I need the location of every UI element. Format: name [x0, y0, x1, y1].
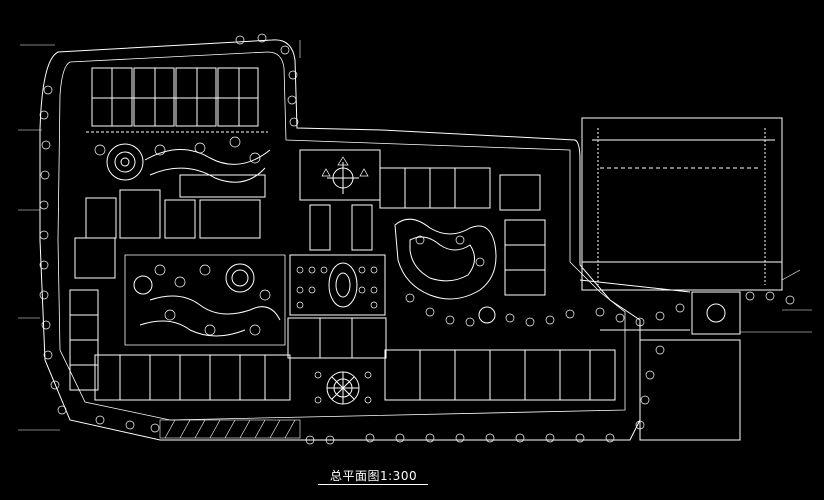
central-plaza — [287, 149, 387, 359]
inner-road — [57, 51, 626, 421]
annotation-leaders — [18, 40, 812, 431]
northeast-lot — [581, 117, 783, 291]
south-radial-plaza — [326, 371, 360, 405]
star-tree-symbols — [321, 156, 369, 177]
south-row-buildings — [94, 349, 616, 401]
drawing-title: 总平面图1:300 — [330, 469, 418, 483]
title-underline — [318, 484, 428, 485]
west-buildings — [74, 174, 266, 279]
tree-symbols — [39, 33, 795, 445]
north-residential-block — [86, 67, 268, 133]
east-gate-square — [579, 279, 741, 335]
north-garden — [106, 143, 271, 183]
east-buildings — [379, 167, 546, 296]
southeast-lot — [639, 339, 741, 441]
south-hatched-strip — [159, 419, 301, 439]
site-boundary — [39, 39, 641, 441]
west-edge-building — [69, 289, 99, 391]
central-west-garden — [124, 254, 286, 346]
east-pond-garden — [394, 218, 497, 324]
